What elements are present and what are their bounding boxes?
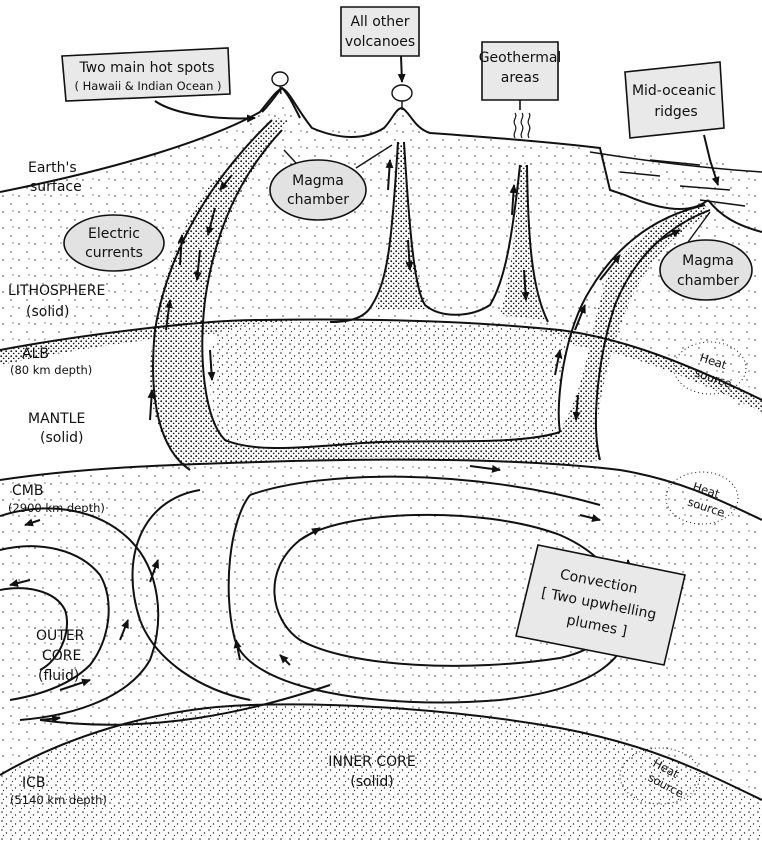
svg-text:CORE: CORE (42, 648, 81, 664)
svg-text:CMB: CMB (12, 483, 43, 499)
svg-text:(2900 km depth): (2900 km depth) (8, 501, 105, 515)
svg-text:Electric: Electric (88, 226, 140, 242)
svg-text:volcanoes: volcanoes (345, 34, 415, 50)
svg-text:( Hawaii & Indian Ocean ): ( Hawaii & Indian Ocean ) (74, 79, 221, 93)
svg-text:MANTLE: MANTLE (28, 411, 85, 427)
svg-text:ALB: ALB (22, 346, 49, 362)
svg-text:currents: currents (85, 245, 143, 261)
svg-text:All other: All other (350, 14, 409, 30)
volcanoes-callout: All other volcanoes (341, 7, 419, 82)
svg-text:Magma: Magma (682, 253, 734, 269)
svg-text:LITHOSPHERE: LITHOSPHERE (8, 283, 105, 299)
svg-text:(solid): (solid) (40, 430, 83, 446)
hot-spots-callout: Two main hot spots ( Hawaii & Indian Oce… (62, 48, 255, 118)
svg-text:ridges: ridges (654, 104, 697, 120)
svg-text:OUTER: OUTER (36, 628, 85, 644)
geothermal-steam-icon (514, 113, 530, 138)
mantle-pocket (210, 319, 570, 442)
svg-text:Mid-oceanic: Mid-oceanic (632, 83, 716, 99)
svg-text:INNER CORE: INNER CORE (328, 754, 415, 770)
svg-text:chamber: chamber (287, 192, 349, 208)
svg-text:(solid): (solid) (350, 774, 393, 790)
svg-text:chamber: chamber (677, 273, 739, 289)
svg-text:ICB: ICB (22, 775, 46, 791)
electric-currents-bubble: Electric currents (64, 215, 164, 271)
svg-text:(80 km depth): (80 km depth) (10, 363, 92, 377)
svg-text:(solid): (solid) (26, 304, 69, 320)
svg-text:(fluid): (fluid) (38, 668, 79, 684)
eruption-plume-icon-2 (392, 85, 412, 110)
mantle-label: MANTLE (solid) (28, 411, 85, 446)
outer-core-label: OUTER CORE (fluid) (36, 628, 85, 684)
svg-text:Earth's: Earth's (28, 160, 77, 176)
svg-text:surface: surface (30, 179, 82, 195)
svg-text:Geothermal: Geothermal (479, 50, 562, 66)
svg-text:Two main hot spots: Two main hot spots (78, 60, 214, 76)
svg-text:(5140 km depth): (5140 km depth) (10, 793, 107, 807)
svg-text:Magma: Magma (292, 173, 344, 189)
svg-text:areas: areas (501, 70, 540, 86)
geothermal-callout: Geothermal areas (479, 42, 562, 110)
